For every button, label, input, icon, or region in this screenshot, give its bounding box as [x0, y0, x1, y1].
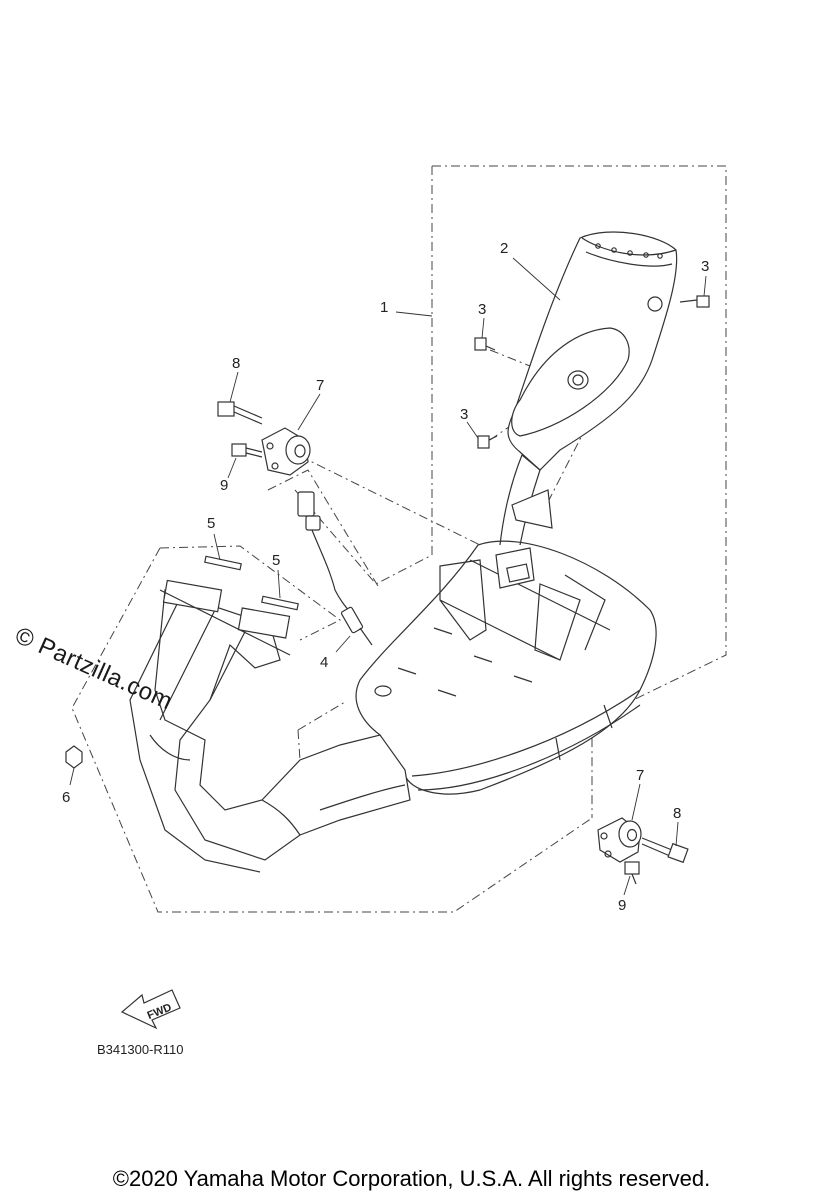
bolt-3-lower [477, 435, 498, 449]
header-pipe-boundary [71, 545, 593, 913]
callout-leaders [69, 257, 707, 896]
copyright-notice: ©2020 Yamaha Motor Corporation, U.S.A. A… [112, 1166, 711, 1191]
bolt-3-right [679, 295, 710, 308]
bolt-lower-9 [624, 861, 640, 885]
o2-sensor [297, 491, 373, 646]
nut-6 [65, 745, 83, 769]
callout-3-middle: 3 [478, 301, 486, 318]
hanger-lower [597, 817, 642, 863]
fwd-arrow-icon: FWD [120, 989, 181, 1030]
callout-7-upper: 7 [316, 377, 324, 394]
callout-1: 1 [380, 299, 388, 316]
callout-8-lower: 8 [673, 805, 681, 822]
bolt-upper-8 [217, 401, 263, 425]
bolt-lower-8 [641, 837, 689, 864]
bolt-upper-9 [231, 443, 263, 458]
callout-3-lower: 3 [460, 406, 468, 423]
connector-boundary [267, 469, 379, 587]
hanger-upper [261, 427, 311, 476]
callout-6: 6 [62, 789, 70, 806]
muffler-assembly-boundary [294, 165, 727, 818]
callout-2: 2 [500, 240, 508, 257]
callout-5-left: 5 [207, 515, 215, 532]
callout-9-lower: 9 [618, 897, 626, 914]
callout-3-right: 3 [701, 258, 709, 275]
muffler-cover [499, 231, 678, 546]
callout-8-upper: 8 [232, 355, 240, 372]
callout-5-right: 5 [272, 552, 280, 569]
callout-4: 4 [320, 654, 328, 671]
gaskets [204, 555, 299, 611]
callout-7-lower: 7 [636, 767, 644, 784]
diagram-code: B341300-R110 [97, 1042, 184, 1057]
hanger-leader-dash [299, 455, 481, 546]
bolt-3-middle [474, 337, 496, 351]
header-pipes [129, 579, 411, 873]
callout-9-upper: 9 [220, 477, 228, 494]
muffler [355, 540, 657, 795]
